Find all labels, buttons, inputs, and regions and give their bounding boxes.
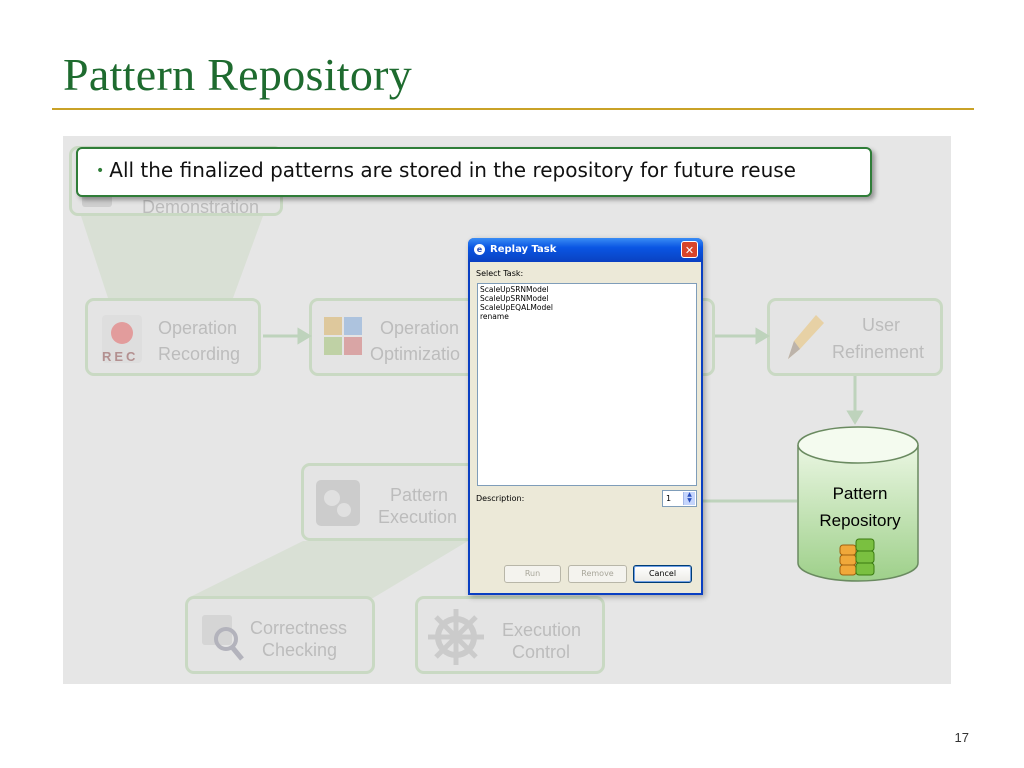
node-operation-optimization-line1: Operation	[380, 318, 460, 338]
spin-up-icon[interactable]: ▲	[687, 491, 692, 498]
dialog-titlebar[interactable]: e Replay Task ✕	[468, 238, 703, 262]
spin-down-icon[interactable]: ▼	[687, 497, 692, 504]
bullet-point-icon: •	[96, 163, 105, 179]
node-operation-optimization-line2: Optimizatio	[370, 344, 461, 364]
node-correctness-checking-line1: Correctness	[250, 618, 348, 638]
repository-label: Pattern Repository	[800, 480, 920, 534]
gears-icon	[314, 478, 362, 530]
task-list[interactable]: ScaleUpSRNModel ScaleUpSRNModel ScaleUpE…	[477, 283, 697, 486]
node-user-refinement-line2: Refinement	[832, 342, 925, 362]
eclipse-icon: e	[474, 244, 485, 255]
node-correctness-checking-line2: Checking	[262, 640, 338, 660]
node-operation-recording-line1: Operation	[158, 318, 238, 338]
dialog-title: Replay Task	[490, 244, 557, 255]
spinner-buttons[interactable]: ▲ ▼	[683, 492, 695, 505]
node-operation-recording: REC Operation Recording	[85, 298, 261, 376]
rec-badge: REC	[102, 349, 139, 364]
record-icon	[98, 313, 146, 367]
repository-cylinder	[797, 426, 919, 582]
page-number: 17	[954, 730, 969, 745]
node-execution-control-line2: Control	[512, 642, 571, 662]
node-pattern-execution-line1: Pattern	[390, 485, 449, 505]
run-button[interactable]: Run	[504, 565, 561, 583]
bullet-callout: •All the finalized patterns are stored i…	[76, 147, 872, 197]
node-user-refinement-line1: User	[862, 315, 901, 335]
description-label: Description:	[476, 494, 525, 503]
task-list-item[interactable]: ScaleUpEQALModel	[480, 303, 553, 312]
workflow-arrows	[263, 327, 864, 503]
repository-label-line1: Pattern	[832, 484, 888, 503]
replay-task-dialog: e Replay Task ✕ Select Task: ScaleUpSRNM…	[468, 238, 703, 595]
close-icon[interactable]: ✕	[681, 241, 698, 258]
database-stack-icon	[839, 538, 875, 576]
node-execution-control: Execution Control	[415, 596, 605, 674]
demonstration-funnel	[81, 216, 468, 598]
node-correctness-checking: Correctness Checking	[185, 596, 375, 674]
task-list-item[interactable]: ScaleUpSRNModel	[480, 294, 549, 303]
title-divider	[52, 108, 974, 110]
node-execution-control-line1: Execution	[502, 620, 582, 640]
repository-label-line2: Repository	[819, 511, 901, 530]
description-spinner[interactable]: 1 ▲ ▼	[662, 490, 697, 507]
description-value[interactable]: 1	[666, 494, 672, 503]
magnifier-icon	[200, 609, 246, 665]
ship-wheel-icon	[426, 607, 486, 667]
bullet-text: All the finalized patterns are stored in…	[109, 158, 796, 182]
pencil-icon	[780, 311, 826, 367]
node-pattern-execution-line2: Execution	[378, 507, 458, 527]
remove-button[interactable]: Remove	[568, 565, 627, 583]
task-list-item[interactable]: ScaleUpSRNModel	[480, 285, 549, 294]
cancel-button[interactable]: Cancel	[633, 565, 692, 583]
task-list-item[interactable]: rename	[480, 312, 509, 321]
node-operation-recording-line2: Recording	[158, 344, 241, 364]
select-task-label: Select Task:	[476, 269, 524, 278]
node-pattern-execution: Pattern Execution	[301, 463, 477, 541]
puzzle-icon	[320, 311, 368, 365]
node-user-refinement: User Refinement	[767, 298, 943, 376]
node-demonstration-label: Demonstration	[142, 197, 260, 217]
slide-title: Pattern Repository	[63, 49, 413, 100]
